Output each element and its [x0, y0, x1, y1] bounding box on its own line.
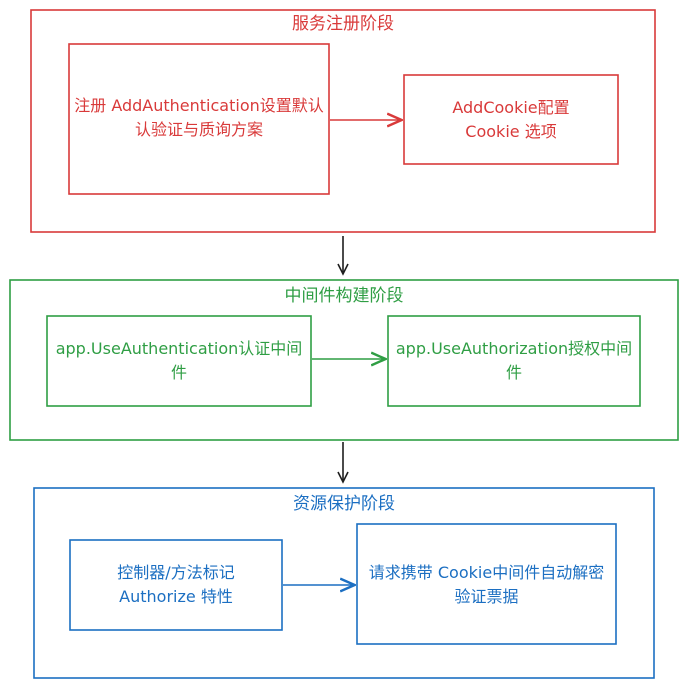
use-authentication-box — [46, 315, 312, 407]
authorize-attribute-label: 控制器/方法标记 Authorize 特性 — [117, 563, 235, 606]
stage-middleware-frame — [9, 279, 679, 441]
use-authorization-box — [387, 315, 641, 407]
add-authentication-label: 注册 AddAuthentication设置默认认验证与质询方案 — [74, 96, 324, 139]
stage-middleware-title: 中间件构建阶段 — [284, 286, 404, 306]
cookie-decrypt-label: 请求携带 Cookie中间件自动解密验证票据 — [368, 563, 605, 606]
use-authentication-label: app.UseAuthentication认证中间件 — [55, 339, 303, 382]
stage-register-frame — [30, 9, 656, 233]
stage-register-title: 服务注册阶段 — [292, 14, 394, 34]
stage-arrow-2-head — [337, 471, 349, 484]
add-cookie-label: AddCookie配置 Cookie 选项 — [452, 98, 570, 141]
stage-arrow-1-head — [337, 263, 349, 276]
stage-protection-title: 资源保护阶段 — [293, 494, 395, 514]
authorize-attribute-box — [69, 539, 283, 631]
cookie-decrypt-box — [356, 523, 617, 645]
add-authentication-box — [68, 43, 330, 195]
add-cookie-box — [403, 74, 619, 165]
stage-protection-frame — [33, 487, 655, 679]
use-authorization-label: app.UseAuthorization授权中间件 — [395, 339, 633, 382]
